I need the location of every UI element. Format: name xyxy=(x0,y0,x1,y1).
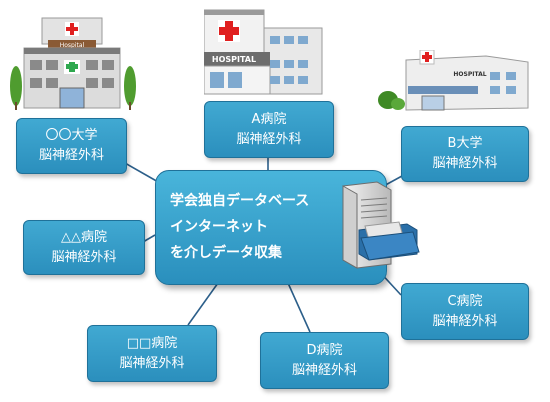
node-dept: 脳神経外科 xyxy=(236,131,302,147)
central-line-2: インターネット xyxy=(170,219,268,235)
server-folder-icon xyxy=(342,181,420,269)
node-dept: 脳神経外科 xyxy=(432,156,498,171)
node-b-univ: B大学 脳神経外科 xyxy=(401,126,529,182)
node-sankaku-hospital: △△病院 脳神経外科 xyxy=(23,220,145,275)
central-line-1: 学会独自データベース xyxy=(170,193,310,209)
node-name: A病院 xyxy=(251,111,287,127)
svg-text:HOSPITAL: HOSPITAL xyxy=(453,71,486,78)
node-name: D病院 xyxy=(306,342,343,358)
node-name: □□病院 xyxy=(126,335,178,351)
node-dept: 脳神経外科 xyxy=(291,362,357,378)
node-c-hospital: C病院 脳神経外科 xyxy=(401,283,529,340)
node-name: △△病院 xyxy=(61,229,107,245)
node-dept: 脳神経外科 xyxy=(119,355,185,371)
a-hospital-building-illustration: HOSPITAL xyxy=(204,9,323,95)
link-shikaku-hospital xyxy=(187,282,219,326)
central-line-3: を介しデータ収集 xyxy=(170,245,282,261)
link-sankaku-hospital xyxy=(142,234,156,243)
link-maru-univ xyxy=(124,162,161,184)
node-dept: 脳神経外科 xyxy=(38,148,104,163)
svg-text:Hospital: Hospital xyxy=(60,42,85,49)
node-name: B大学 xyxy=(447,136,483,151)
central-caption: 学会独自データベース インターネット を介しデータ収集 xyxy=(170,188,309,266)
node-maru-univ: 〇〇大学 脳神経外科 xyxy=(16,118,127,174)
svg-text:HOSPITAL: HOSPITAL xyxy=(212,55,256,64)
node-shikaku-hospital: □□病院 脳神経外科 xyxy=(87,325,217,382)
node-dept: 脳神経外科 xyxy=(432,313,498,329)
university-building-illustration: Hospital xyxy=(10,17,136,110)
node-name: 〇〇大学 xyxy=(45,128,98,143)
b-univ-building-illustration: HOSPITAL xyxy=(378,50,529,111)
node-a-hospital: A病院 脳神経外科 xyxy=(204,101,334,158)
node-dept: 脳神経外科 xyxy=(51,249,117,265)
node-name: C病院 xyxy=(447,293,483,309)
link-d-hospital xyxy=(287,282,311,333)
node-d-hospital: D病院 脳神経外科 xyxy=(260,332,389,389)
